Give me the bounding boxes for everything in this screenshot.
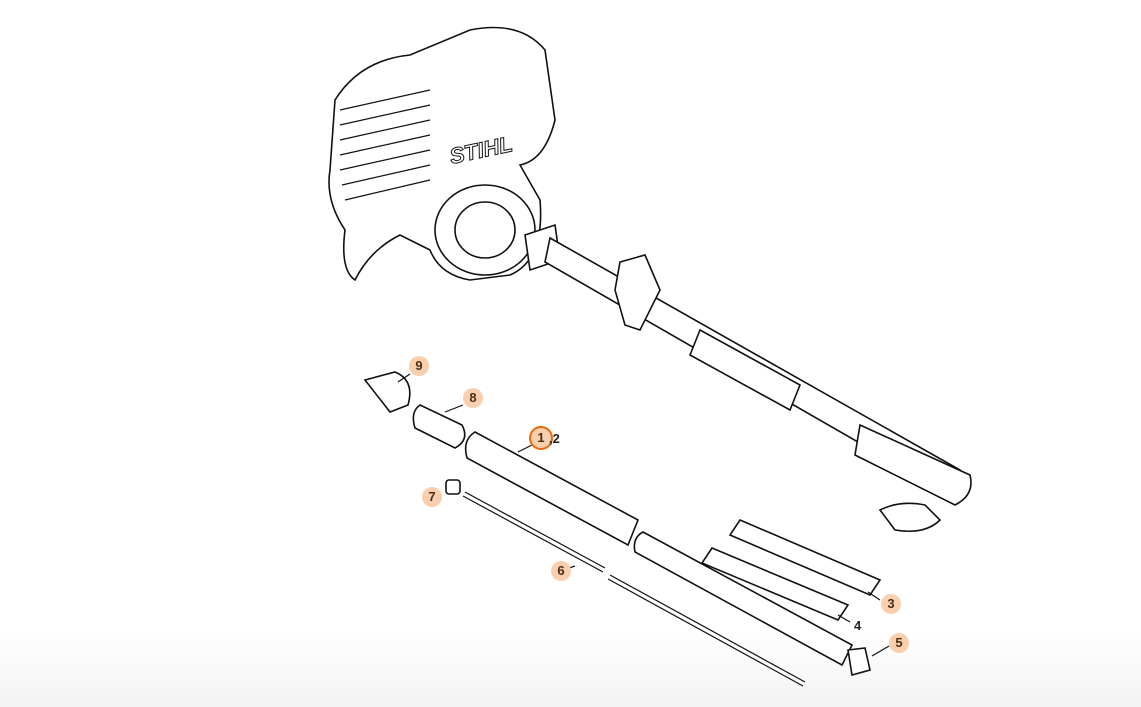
part-3-label: [728, 519, 882, 596]
callout-2[interactable]: ,2: [549, 431, 560, 446]
callout-1-selected[interactable]: 1: [531, 428, 551, 448]
callout-7[interactable]: 7: [422, 487, 442, 507]
part-7-sleeve: [445, 479, 461, 495]
part-5-bushing: [847, 647, 871, 677]
part-6-shaft: [462, 491, 806, 687]
callout-6[interactable]: 6: [551, 561, 571, 581]
engine-unit: STIHL: [328, 26, 561, 282]
callout-5[interactable]: 5: [889, 633, 909, 653]
part-4-label: [700, 547, 850, 621]
part-1-tube-upper: [464, 431, 640, 547]
part-1-tube-lower: [633, 531, 854, 667]
callout-8[interactable]: 8: [463, 388, 483, 408]
background-fade: [0, 630, 1141, 707]
callout-4[interactable]: 4: [854, 618, 862, 633]
parts: [363, 371, 882, 687]
callout-3[interactable]: 3: [881, 594, 901, 614]
part-8-coupling: [412, 404, 466, 449]
drive-shaft-tube: [544, 236, 972, 533]
callout-9[interactable]: 9: [409, 356, 429, 376]
